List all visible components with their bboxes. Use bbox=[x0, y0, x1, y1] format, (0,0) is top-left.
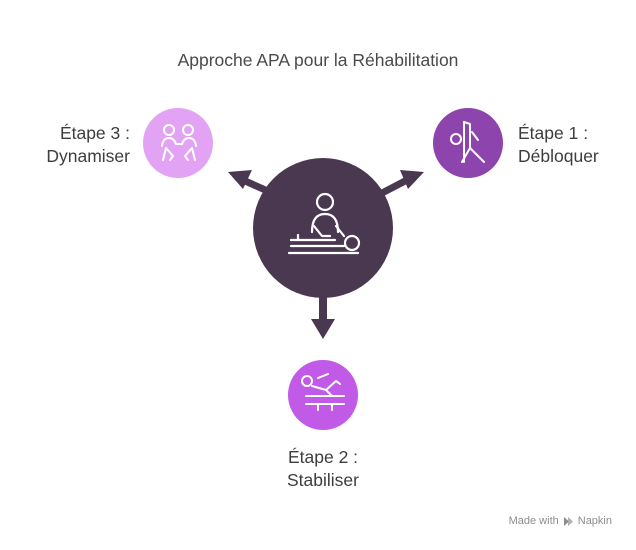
napkin-logo-icon bbox=[563, 516, 573, 526]
center-node bbox=[253, 158, 393, 298]
step2-label-line1: Étape 2 : bbox=[287, 447, 359, 467]
step1-node bbox=[433, 108, 503, 178]
step1-label: Étape 1 : Débloquer bbox=[518, 122, 599, 168]
arrow-to-step2-head bbox=[311, 319, 335, 339]
watermark-prefix: Made with bbox=[508, 515, 559, 527]
step1-label-line2: Débloquer bbox=[518, 146, 599, 166]
step3-label-line2: Dynamiser bbox=[46, 146, 130, 166]
step2-label-line2: Stabiliser bbox=[287, 470, 359, 490]
diagram-title: Approche APA pour la Réhabilitation bbox=[177, 50, 459, 70]
step1-label-line1: Étape 1 : bbox=[518, 123, 589, 143]
step2-node bbox=[288, 360, 358, 430]
therapist-massage-icon bbox=[287, 192, 361, 255]
step3-label-line1: Étape 3 : bbox=[59, 123, 130, 143]
arrow-to-step1-head bbox=[400, 170, 424, 189]
arrow-to-step1-shaft bbox=[380, 176, 409, 197]
reclining-exercise-icon bbox=[301, 373, 345, 411]
watermark-brand: Napkin bbox=[577, 515, 612, 527]
step3-node bbox=[143, 108, 213, 178]
watermark[interactable]: Made with Napkin bbox=[509, 515, 612, 527]
step2-label: Étape 2 : Stabiliser bbox=[0, 446, 636, 492]
partner-exercise-icon bbox=[161, 124, 197, 161]
yoga-stretch-icon bbox=[450, 121, 485, 163]
arrow-to-step3-head bbox=[228, 170, 252, 189]
step3-label: Étape 3 : Dynamiser bbox=[0, 122, 130, 168]
